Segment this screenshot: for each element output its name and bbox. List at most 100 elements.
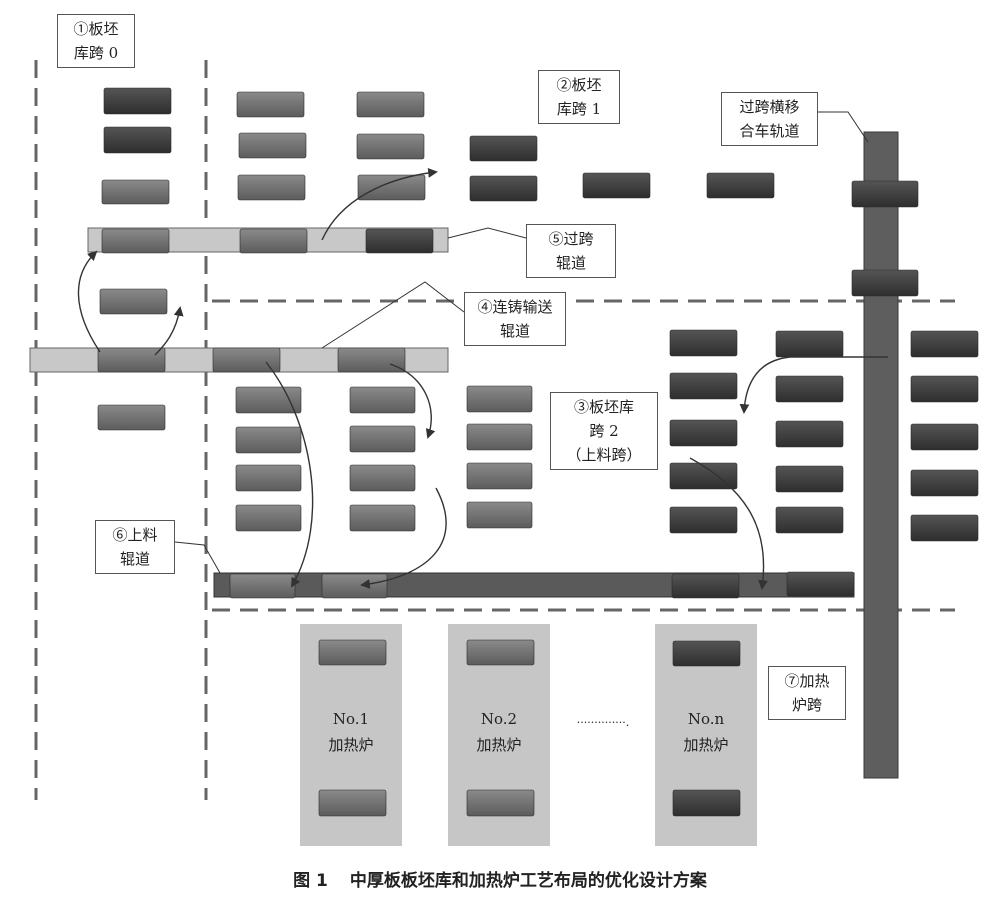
slab <box>99 288 168 315</box>
slab <box>235 426 302 454</box>
slab <box>669 506 738 534</box>
slab <box>669 372 738 400</box>
flow-arrow <box>321 168 438 241</box>
slab <box>237 174 306 201</box>
slab <box>466 501 533 529</box>
rail-label-line1: 过跨横移 <box>739 98 800 116</box>
furnace-1-number: No.1 <box>332 710 370 728</box>
furnace-n-number: No.n <box>687 710 725 728</box>
slab <box>101 179 170 205</box>
slab <box>103 126 172 154</box>
furnace-1-name: 加热炉 <box>328 736 374 754</box>
furnace-bay-label-line2: 炉跨 <box>791 696 822 714</box>
slab <box>669 329 738 357</box>
slab <box>356 91 425 118</box>
slab <box>466 385 533 413</box>
flow-arrow <box>389 363 436 439</box>
rail-label: 过跨横移 合车轨道 <box>721 92 818 146</box>
slab <box>851 180 919 208</box>
furnace-bay-label-line1: ⑦加热 <box>784 672 830 690</box>
slab <box>103 87 172 115</box>
transfer-roller-label-line2: 辊道 <box>555 254 586 272</box>
charging-roller-label-line2: 辊道 <box>119 550 150 568</box>
slab <box>775 506 844 534</box>
slab <box>101 228 170 254</box>
slab <box>349 425 416 453</box>
slab <box>469 135 538 162</box>
slab <box>235 464 302 492</box>
furnace-n-name: 加热炉 <box>683 736 729 754</box>
slab <box>672 640 741 667</box>
furnace-2-text: No.2 加热炉 <box>448 706 550 758</box>
slab <box>775 375 844 403</box>
slab <box>321 573 388 599</box>
slab <box>97 404 166 431</box>
caster-roller-label: ④连铸输送 辊道 <box>464 292 566 346</box>
furnace-ellipsis: ··············. <box>576 716 630 729</box>
flow-arrow <box>154 306 184 356</box>
slab <box>356 133 425 160</box>
bay0-label-line1: ①板坯 <box>73 20 119 38</box>
bay0-label: ①板坯 库跨 0 <box>57 14 135 68</box>
figure-number: 图 1 <box>293 871 328 891</box>
slab <box>357 174 426 201</box>
flow-arrow <box>739 356 888 414</box>
slab <box>337 347 406 373</box>
slab <box>466 639 535 666</box>
transfer-roller-label-line1: ⑤过跨 <box>548 230 594 248</box>
slab <box>910 423 979 451</box>
slab <box>669 462 738 490</box>
slab <box>239 228 308 254</box>
rail-label-line2: 合车轨道 <box>739 122 800 140</box>
flow-arrow <box>265 361 314 588</box>
transfer-roller-leader-line <box>447 227 527 239</box>
slab <box>672 789 741 817</box>
slab <box>349 464 416 492</box>
slab <box>469 175 538 202</box>
slab <box>236 91 305 118</box>
slab <box>318 639 387 666</box>
slab <box>235 386 302 414</box>
charging-roller-table <box>213 572 855 598</box>
caster-roller-label-line1: ④连铸输送 <box>477 298 553 316</box>
slab <box>669 419 738 447</box>
furnace-1-text: No.1 加热炉 <box>300 706 402 758</box>
slab <box>706 172 775 199</box>
transfer-car-rail <box>863 131 899 779</box>
slab <box>910 514 979 542</box>
flow-arrow <box>77 250 101 353</box>
slab <box>775 420 844 448</box>
slab <box>775 330 844 358</box>
bay2-label: ③板坯库 跨 2 （上料跨） <box>550 392 658 470</box>
slab <box>466 423 533 451</box>
furnace-2-name: 加热炉 <box>476 736 522 754</box>
flow-arrow <box>360 487 447 589</box>
charging-roller-label: ⑥上料 辊道 <box>95 520 175 574</box>
bay1-label: ②板坯 库跨 1 <box>538 70 620 124</box>
slab <box>229 573 296 599</box>
slab <box>671 573 740 599</box>
flow-arrow <box>689 457 768 590</box>
bay0-label-line2: 库跨 0 <box>73 44 119 62</box>
slab <box>582 172 651 199</box>
bay2-label-line1: ③板坯库 <box>573 398 634 416</box>
slab <box>910 469 979 497</box>
bay1-label-line2: 库跨 1 <box>556 100 602 118</box>
slab <box>910 330 979 358</box>
furnace-bay-label: ⑦加热 炉跨 <box>768 666 846 720</box>
slab <box>910 375 979 403</box>
charging-roller-label-line1: ⑥上料 <box>112 526 158 544</box>
slab <box>365 228 434 254</box>
slab <box>318 789 387 817</box>
rail-leader-line <box>818 111 869 143</box>
furnace-2-number: No.2 <box>480 710 518 728</box>
slab <box>466 462 533 490</box>
slabs <box>97 87 979 817</box>
slab <box>97 347 166 373</box>
slab <box>238 132 307 159</box>
furnace-n-text: No.n 加热炉 <box>655 706 757 758</box>
slab <box>466 789 535 817</box>
slab <box>775 465 844 493</box>
